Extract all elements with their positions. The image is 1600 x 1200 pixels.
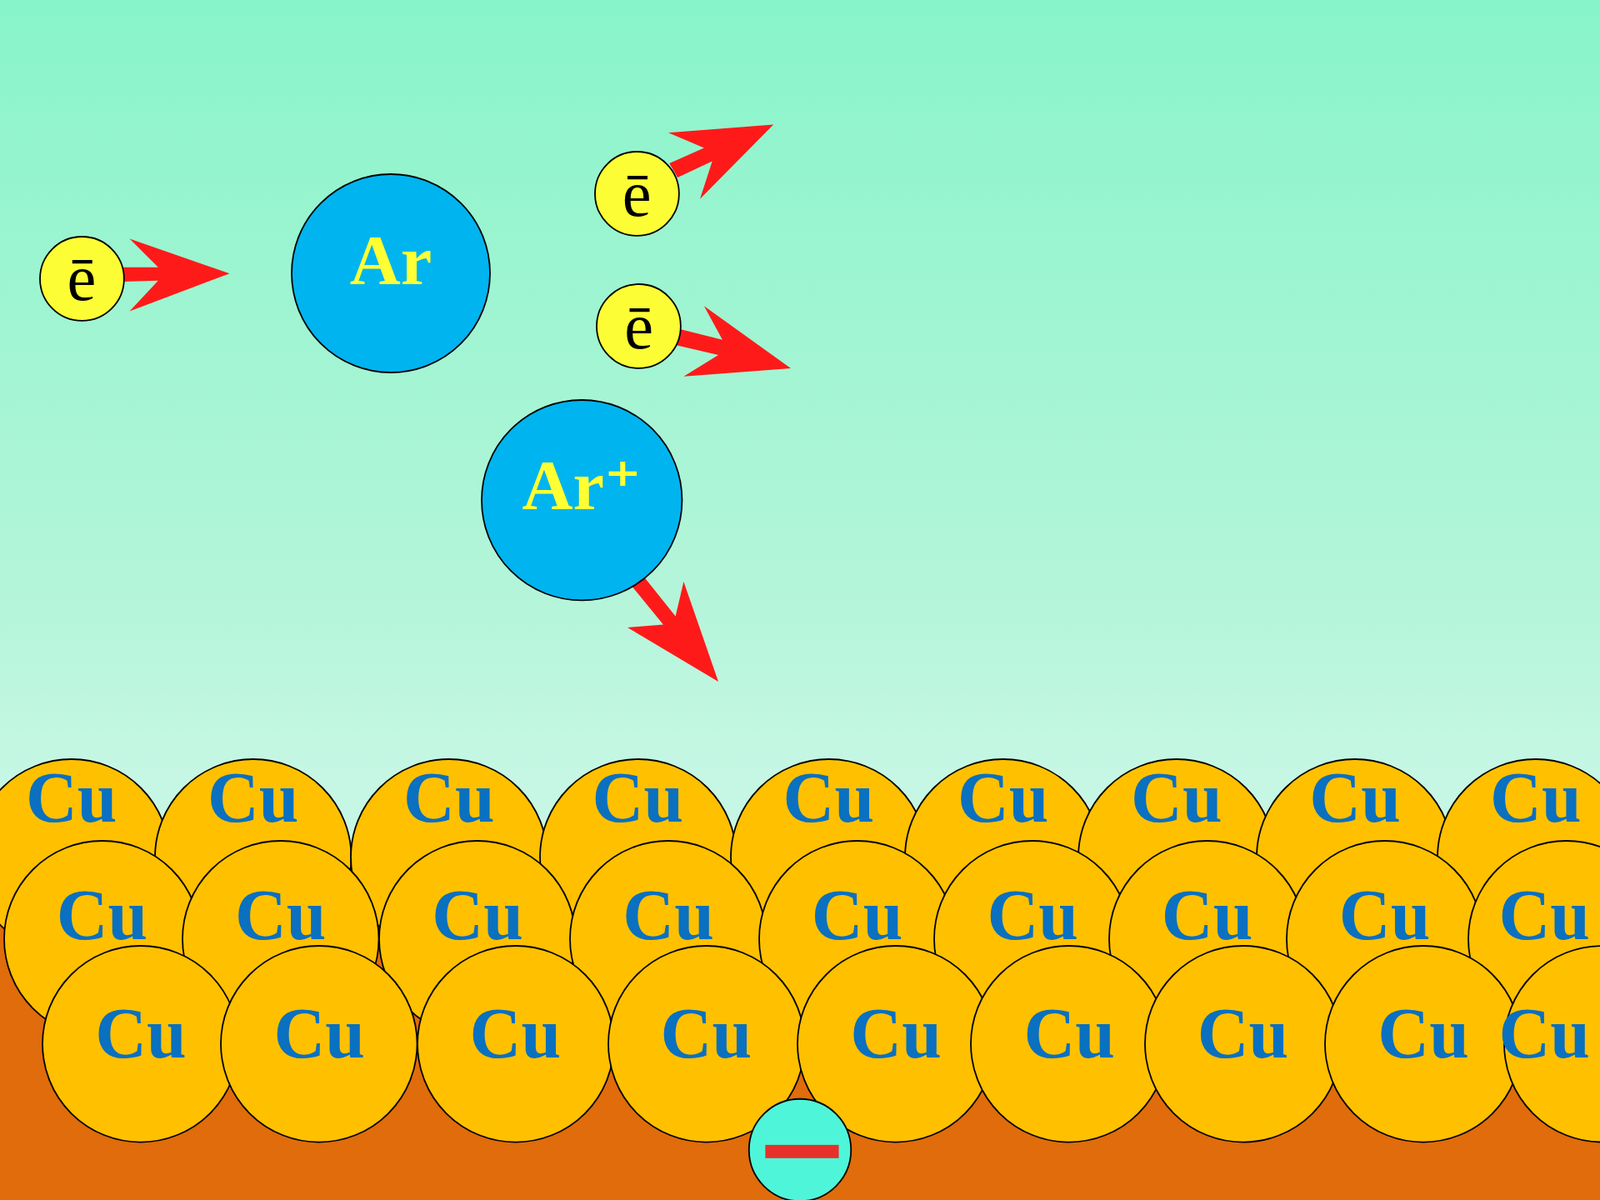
motion-arrow [668,124,774,199]
atom-label: Cu [273,998,365,1070]
negative-bar [765,1145,839,1159]
copper-atom: Cu [220,945,419,1144]
atom-label: Cu [95,998,187,1070]
atom-label: Ar [350,225,433,296]
circle-shape [1145,945,1342,1143]
atom-label: Cu [1161,879,1254,951]
circle-shape [42,945,240,1143]
circle-shape [797,945,995,1143]
atom-label: ē [624,294,654,360]
atom-label: Cu [1130,762,1223,835]
atom-label: Cu [1339,879,1431,951]
atom-label: Cu [660,998,753,1070]
electron-circle: ē [594,150,680,237]
copper-atom: Cu [1144,945,1343,1144]
atom-label: Cu [1377,998,1470,1070]
circle-shape [970,945,1168,1143]
atom-label: Cu [25,762,118,835]
atom-label: Cu [811,879,904,951]
copper-atom: Cu [607,945,806,1144]
circle-shape [1325,945,1522,1143]
atom-label: ē [622,160,652,226]
motion-arrow [675,305,791,376]
atom-label: Cu [1309,762,1401,835]
atom-label: Ar⁺ [521,450,641,521]
electron-circle: ē [39,235,125,322]
atom-label: Cu [235,879,327,951]
atom-label: Cu [470,998,562,1070]
copper-atom: Cu [796,945,995,1144]
circle-shape [595,151,680,236]
atom-label: Cu [782,762,875,835]
atom-label: Cu [957,762,1050,835]
circle-shape [608,945,805,1143]
motion-arrow [122,239,230,312]
atom-label: Cu [850,998,942,1070]
circle-shape [40,236,125,321]
atom-label: Cu [56,879,149,951]
atom-label: Cu [207,762,300,835]
copper-atom: Cu [416,945,615,1144]
atom-label: Cu [1023,998,1115,1070]
argon-ion: Ar⁺ [480,399,683,601]
atom-label: Cu [1490,762,1582,835]
atom-label: Cu [1498,998,1590,1070]
circle-shape [220,945,418,1143]
atom-label: ē [67,245,97,311]
atom-label: Cu [986,879,1079,951]
atom-label: Cu [592,762,685,835]
circle-shape [291,174,490,373]
atom-label: Cu [431,879,524,951]
electron-circle: ē [595,283,682,370]
circle-shape [596,284,681,369]
circle-shape [417,945,615,1143]
atom-label: Cu [1197,998,1290,1070]
cathode-circle [749,1099,851,1200]
atom-label: Cu [1498,879,1590,951]
argon-atom: Ar [290,173,491,374]
copper-atom: Cu [1503,945,1600,1144]
copper-atom: Cu [41,945,240,1144]
atom-label: Cu [403,762,495,835]
copper-atom: Cu [1324,945,1523,1144]
copper-atom: Cu [970,945,1169,1144]
motion-arrow [627,575,719,682]
atom-label: Cu [622,879,715,951]
circle-shape [481,400,682,600]
